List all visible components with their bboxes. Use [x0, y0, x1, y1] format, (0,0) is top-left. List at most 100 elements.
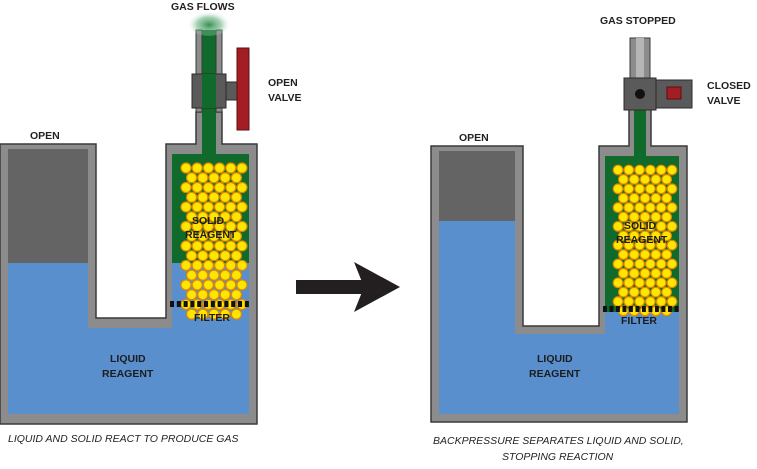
- pellet: [208, 289, 220, 301]
- pellet: [661, 249, 672, 260]
- pellet: [230, 269, 242, 281]
- pellet: [612, 183, 624, 195]
- pellet: [661, 211, 672, 223]
- pellet: [180, 220, 192, 233]
- pellet: [655, 239, 667, 251]
- right-gas-label: GAS STOPPED: [600, 15, 676, 27]
- left-solid-pellets: [180, 162, 248, 320]
- pellet: [230, 191, 242, 203]
- pellet: [197, 289, 209, 301]
- pellet: [639, 267, 651, 279]
- pellet: [180, 201, 192, 213]
- pellet: [623, 296, 635, 307]
- filter-segment: [661, 306, 666, 312]
- pellet: [186, 250, 198, 262]
- pellet: [650, 192, 662, 204]
- pellet: [236, 162, 248, 174]
- pellet: [214, 201, 226, 213]
- pellet: [634, 164, 645, 176]
- filter-segment: [635, 306, 640, 312]
- pellet: [612, 277, 624, 289]
- pellet: [230, 172, 242, 184]
- pellet: [645, 239, 656, 251]
- pellet: [219, 269, 231, 281]
- pellet: [186, 269, 198, 281]
- right-arrow-icon: [296, 262, 400, 312]
- pellet: [214, 240, 226, 252]
- pellet: [186, 172, 198, 184]
- pellet: [197, 191, 209, 203]
- pellet: [225, 201, 237, 213]
- right-liquid-label-2: REAGENT: [529, 368, 581, 380]
- pellet: [180, 181, 192, 194]
- right-solid-pellets: [612, 164, 678, 317]
- filter-segment: [648, 306, 653, 312]
- pellet: [236, 181, 248, 194]
- pellet: [628, 192, 640, 204]
- pellet: [623, 202, 635, 213]
- pellet: [236, 240, 248, 252]
- pellet: [628, 173, 640, 185]
- right-tube-upper-bore: [636, 38, 644, 80]
- pellet: [639, 249, 651, 260]
- pellet: [650, 173, 662, 185]
- right-solid-label-1: SOLID: [624, 220, 657, 232]
- pellet: [186, 211, 198, 223]
- left-solid-label-1: SOLID: [192, 215, 225, 227]
- filter-segment: [622, 306, 627, 312]
- pellet: [208, 230, 220, 242]
- left-filter-label: FILTER: [194, 312, 230, 324]
- pellet: [219, 250, 231, 262]
- left-open-label: OPEN: [30, 130, 60, 142]
- pellet: [208, 191, 220, 203]
- pellet: [634, 258, 645, 270]
- pellet: [645, 277, 656, 289]
- filter-segment: [238, 301, 243, 307]
- pellet: [618, 267, 629, 279]
- pellet: [191, 181, 203, 194]
- pellet: [186, 308, 198, 320]
- filter-segment: [210, 301, 215, 307]
- pellet: [634, 296, 645, 307]
- pellet: [219, 172, 231, 184]
- pellet: [639, 192, 651, 204]
- open-valve-icon: [191, 47, 250, 131]
- right-valve-label-2: VALVE: [707, 95, 740, 107]
- right-open-label: OPEN: [459, 132, 489, 144]
- left-open-arm-headspace: [8, 149, 88, 263]
- pellet: [645, 220, 656, 232]
- pellet: [634, 239, 645, 251]
- pellet: [208, 250, 220, 262]
- left-liquid-label-1: LIQUID: [110, 353, 146, 365]
- pellet: [618, 230, 629, 242]
- pellet: [197, 269, 209, 281]
- pellet: [230, 250, 242, 262]
- pellet: [634, 202, 645, 213]
- filter-segment: [170, 301, 175, 307]
- pellet: [230, 289, 242, 301]
- pellet: [650, 211, 662, 223]
- left-solid-label-2: REAGENT: [185, 229, 237, 241]
- pellet: [666, 202, 678, 213]
- pellet: [180, 240, 192, 252]
- pellet: [650, 249, 662, 260]
- pellet: [186, 289, 198, 301]
- pellet: [230, 230, 242, 242]
- filter-segment: [231, 301, 236, 307]
- right-filter-mesh: [603, 306, 679, 312]
- filter-segment: [655, 306, 659, 312]
- pellet: [186, 230, 198, 242]
- gas-cloud-icon: [187, 8, 231, 36]
- pellet: [225, 259, 237, 272]
- pellet: [634, 183, 645, 195]
- right-caption-line-1: BACKPRESSURE SEPARATES LIQUID AND SOLID,: [433, 435, 684, 447]
- pellet: [661, 286, 672, 298]
- pellet: [225, 220, 237, 233]
- pellet: [634, 277, 645, 289]
- filter-segment: [190, 301, 195, 307]
- pellet: [208, 172, 220, 184]
- pellet: [661, 173, 672, 185]
- pellet: [623, 183, 635, 195]
- pellet: [214, 162, 226, 174]
- pellet: [219, 308, 231, 320]
